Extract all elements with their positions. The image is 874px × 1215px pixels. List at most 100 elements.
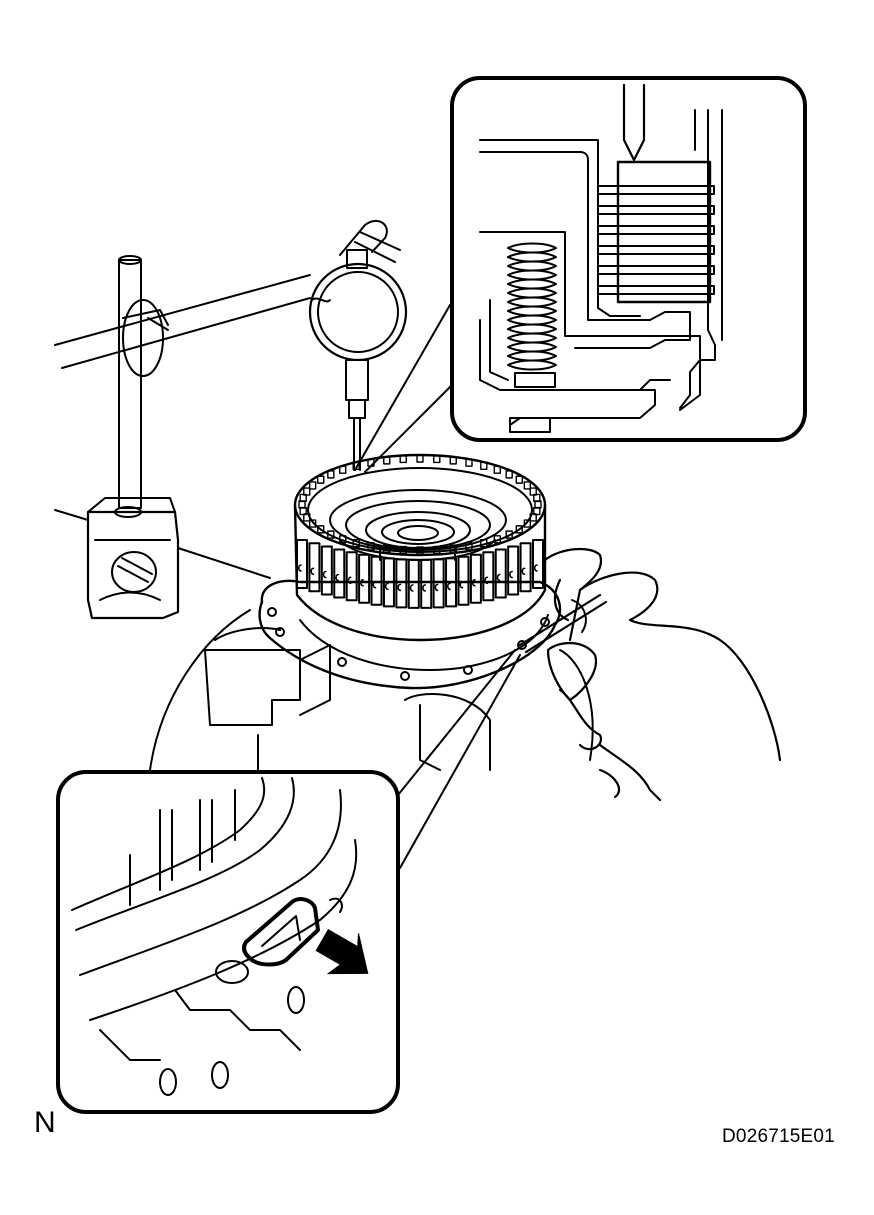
spline-notch [372,580,377,589]
rim-tooth [327,470,335,479]
drum-spline [469,553,482,604]
magnetic-base [54,255,271,620]
spring-coil [507,314,557,326]
rim-tooth [523,519,532,528]
rim-tooth [505,470,513,479]
spline-notch [509,570,513,579]
drum-spline [358,553,371,604]
spring-coil [507,251,557,263]
spring-coil [507,296,557,308]
spline-notch [533,564,538,572]
drum-spline [494,548,507,599]
hands-feeler-gauge [518,547,782,802]
spline-notch [397,583,402,592]
clutch-plate [597,245,715,255]
rim-tooth [383,456,391,465]
spring-coil [507,305,557,317]
spline-notch [496,573,501,582]
drum-spline [296,539,308,589]
spline-notch [471,578,476,587]
drum-spline [482,551,495,602]
spline-notch [484,576,489,585]
dial-indicator [308,219,408,471]
figure-id: D026715E01 [722,1126,835,1147]
rim-tooth [399,454,407,464]
rim-tooth [493,535,501,544]
rim-tooth [533,493,541,503]
rim-tooth [416,454,424,463]
rim-tooth [327,530,335,539]
clutch-plate [597,285,715,295]
callout-leaders [354,304,521,869]
spline-notch [384,582,389,591]
corner-label: N [34,1106,56,1139]
spline-notch [360,578,364,587]
rim-tooth [317,525,325,534]
spring-coil [507,341,557,353]
spring-coil [507,332,557,344]
top-inset-clutch-pack [450,76,807,442]
clutch-plate [597,265,715,275]
drum-spline [370,555,383,606]
spring-coil [507,269,557,281]
spring-coil [507,242,557,254]
spring-coil [507,350,557,362]
rim-tooth [505,530,513,539]
drum-spline [420,558,433,609]
bottom-inset-hole [56,770,400,1114]
spline-notch [297,564,302,572]
spline-notch [322,570,327,579]
clutch-plates [597,185,715,295]
rim-tooth [303,487,311,496]
drum-spline [507,545,520,596]
rim-tooth [515,525,523,534]
drum-spline [345,551,358,602]
spline-notch [434,583,439,592]
rim-tooth [308,481,317,490]
rim-tooth [515,475,523,484]
rim-tooth [433,454,441,464]
transmission-case [149,609,594,771]
spline-notch [521,567,526,576]
spline-notch [409,584,414,592]
drum-splines [296,539,544,609]
drum-spline [308,542,321,593]
rim-tooth [529,513,537,522]
rim-tooth [465,458,473,467]
rim-tooth [480,461,488,471]
spline-notch [347,576,352,585]
clutch-plate [597,205,715,215]
drum-spline [432,558,445,609]
rim-tooth [449,456,457,465]
spline-notch [422,584,427,592]
drum-spline [519,542,532,593]
spring-coil [507,278,557,290]
spring-coil [507,359,557,371]
clutch-plate [597,185,715,195]
drum-spline [532,539,544,589]
drum-spline [320,545,333,596]
rim-tooth [339,465,347,474]
drum-spline [407,558,420,609]
spline-notch [447,582,451,591]
spline-notch [310,567,315,576]
spring-coil [507,287,557,299]
spring-coil [507,323,557,335]
clutch-drum-assembly [258,453,562,690]
rim-tooth [308,519,317,528]
rim-tooth [523,481,532,490]
drum-spline [333,548,346,599]
indicator-arm [54,274,311,377]
return-spring [507,242,557,371]
drum-spline [395,558,408,609]
spring-coil [507,260,557,272]
spline-notch [335,573,340,582]
drum-spline [457,555,470,606]
arrow-right-icon [315,929,369,975]
rim-tooth [317,475,325,484]
spline-notch [459,580,464,589]
clutch-plate [597,225,715,235]
rim-tooth [493,465,501,474]
